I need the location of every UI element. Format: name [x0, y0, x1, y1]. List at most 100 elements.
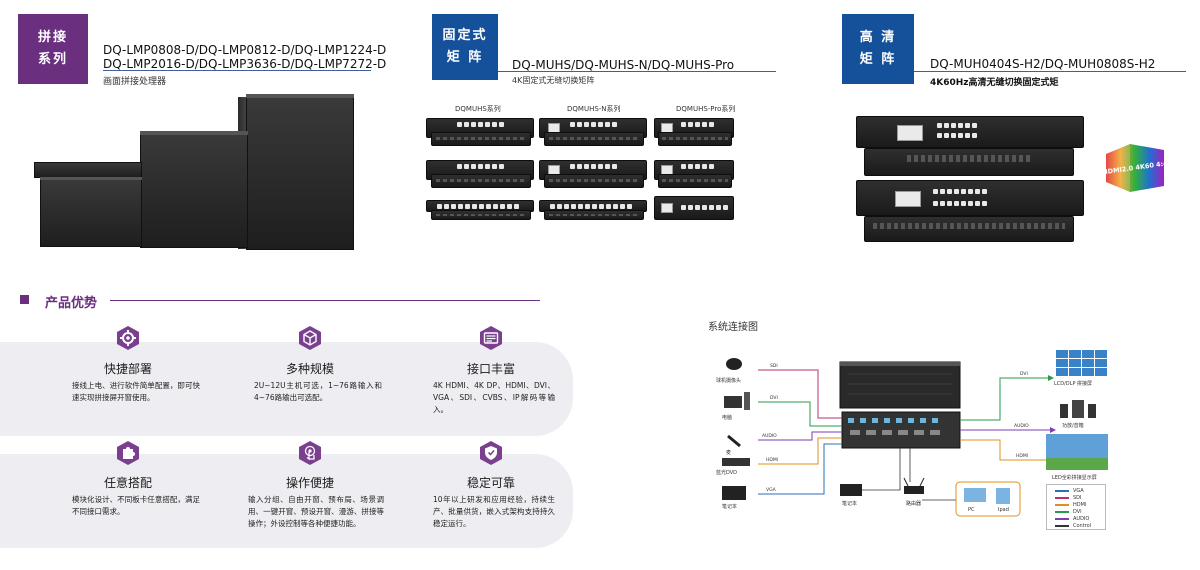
divider	[498, 71, 776, 72]
signal-legend: VGA SDI HDMI DVI AUDIO Control	[1046, 484, 1106, 530]
legend-swatch	[1055, 511, 1069, 513]
advantage-body: 10年以上研发和应用经验，持续生产、批量供货，嵌入式架构支持持久稳定运行。	[433, 495, 555, 528]
system-connection-diagram	[722, 350, 1108, 517]
desktop-pc-icon	[724, 396, 742, 408]
pc-monitor-icon	[964, 488, 986, 502]
legend-label: Control	[1073, 523, 1092, 529]
diagram-bottom-label: PC	[968, 507, 975, 513]
hd-matrix-models: DQ-MUH0404S-H2/DQ-MUH0808S-H2	[930, 57, 1156, 71]
advantage-body: 4K HDMI、4K DP、HDMI、DVI、VGA、SDI、CVBS、IP解码…	[433, 381, 555, 414]
diagram-output-label: 功放/音箱	[1062, 423, 1084, 429]
advantages-panel-row-2	[0, 454, 573, 548]
legend-swatch	[1055, 525, 1069, 527]
diagram-input-label: 笔记本	[722, 504, 738, 510]
legend-row: VGA	[1055, 488, 1084, 494]
hdmi-2-0-badge	[1106, 144, 1164, 192]
laptop-icon	[840, 484, 862, 496]
shield-icon	[478, 440, 504, 466]
signal-label: DVI	[770, 396, 778, 401]
legend-row: SDI	[1055, 495, 1082, 501]
advantages-panel-row-1	[0, 342, 573, 436]
badge-line: 拼接	[37, 30, 68, 45]
legend-label: AUDIO	[1073, 516, 1090, 522]
router-icon	[904, 486, 924, 494]
badge-line: 固定式	[442, 28, 488, 43]
control-terminal-group	[955, 481, 1021, 517]
advantage-title: 操作便捷	[285, 476, 334, 490]
badge-line: 高 清	[859, 30, 897, 45]
badge-line: 系列	[37, 52, 68, 67]
signal-label: AUDIO	[1014, 424, 1029, 429]
diagram-output-label: LCD/DLP 拼接屏	[1054, 381, 1093, 387]
advantage-title: 多种规模	[285, 362, 334, 376]
legend-row: DVI	[1055, 509, 1082, 515]
amplifier-speaker-icon	[1060, 400, 1096, 418]
hd-matrix-caption: 4K60Hz高清无缝切换固定式矩	[930, 78, 1059, 88]
interface-ports-icon	[478, 325, 504, 351]
badge-line: 矩 阵	[446, 50, 484, 65]
section-divider	[110, 300, 540, 301]
fixed-matrix-caption: 4K固定式无缝切换矩阵	[512, 76, 595, 85]
hd-matrix-badge: 高 清 矩 阵	[842, 14, 914, 84]
led-display-icon	[1046, 434, 1108, 470]
puzzle-piece-icon	[115, 440, 141, 466]
advantage-body: 2U~12U主机可选，1~76路输入和4~76路输出可选配。	[254, 381, 382, 402]
sub-series-label: DQMUHS系列	[455, 105, 501, 113]
signal-label: VGA	[766, 488, 776, 493]
sub-series-label: DQMUHS-Pro系列	[676, 105, 736, 113]
divider	[103, 70, 371, 71]
signal-label: SDI	[770, 364, 778, 369]
camera-icon	[726, 358, 742, 370]
fixed-matrix-badge: 固定式 矩 阵	[432, 14, 498, 80]
badge-line: 矩 阵	[859, 52, 897, 67]
fixed-matrix-models: DQ-MUHS/DQ-MUHS-N/DQ-MUHS-Pro	[512, 58, 735, 72]
divider	[914, 71, 1186, 72]
advantage-body: 输入分组、自由开窗、预布局、场景调用、一键开窗、预设开窗、漫游、拼接等操作；外设…	[248, 495, 384, 528]
advantage-title: 任意搭配	[103, 476, 152, 490]
diagram-bottom-label: Ipad	[998, 507, 1009, 513]
legend-label: SDI	[1073, 495, 1082, 501]
legend-swatch	[1055, 504, 1069, 506]
laptop-icon	[722, 486, 746, 500]
advantage-title: 快捷部署	[103, 362, 152, 376]
signal-label: HDMI	[1016, 454, 1029, 459]
splice-models-line1: DQ-LMP0808-D/DQ-LMP0812-D/DQ-LMP1224-D	[103, 43, 387, 57]
splice-series-badge: 拼接 系列	[18, 14, 88, 84]
signal-label: AUDIO	[762, 434, 777, 439]
legend-swatch	[1055, 490, 1069, 492]
legend-label: VGA	[1073, 488, 1084, 494]
advantage-body: 接线上电、进行软件简单配置，即可快速实现拼接屏开窗使用。	[72, 381, 200, 402]
signal-label: DVI	[1020, 372, 1028, 377]
settings-gear-icon	[115, 325, 141, 351]
sub-series-label: DQMUHS-N系列	[567, 105, 621, 113]
splice-processor-unit	[839, 361, 961, 409]
diagram-input-label: 球机摄像头	[716, 378, 742, 384]
advantage-title: 接口丰富	[466, 362, 515, 376]
legend-swatch	[1055, 518, 1069, 520]
microphone-icon	[727, 434, 741, 448]
cube-icon	[297, 325, 323, 351]
bluray-dvd-icon	[722, 458, 750, 466]
section-marker	[20, 295, 29, 304]
legend-row: HDMI	[1055, 502, 1086, 508]
advantage-title: 稳定可靠	[466, 476, 515, 490]
diagram-output-label: LED全彩拼接显示屏	[1052, 475, 1097, 481]
touch-hand-icon	[297, 440, 323, 466]
signal-label: HDMI	[766, 458, 779, 463]
diagram-input-label: 麦	[726, 450, 732, 456]
legend-row: Control	[1055, 523, 1091, 529]
legend-label: HDMI	[1073, 502, 1087, 508]
tablet-icon	[996, 488, 1010, 504]
splice-models-line2: DQ-LMP2016-D/DQ-LMP3636-D/DQ-LMP7272-D	[103, 57, 387, 71]
legend-row: AUDIO	[1055, 516, 1089, 522]
diagram-bottom-label: 路由器	[906, 501, 922, 507]
diagram-input-label: 蓝光DVD	[716, 470, 738, 476]
legend-label: DVI	[1073, 509, 1082, 515]
diagram-bottom-label: 笔记本	[842, 501, 858, 507]
diagram-input-label: 电脑	[722, 415, 733, 421]
advantages-title: 产品优势	[45, 296, 98, 311]
lcd-video-wall-icon	[1056, 350, 1107, 376]
legend-swatch	[1055, 497, 1069, 499]
diagram-title: 系统连接图	[708, 322, 758, 333]
advantage-body: 模块化设计、不同板卡任意搭配，满足不同接口需求。	[72, 495, 200, 516]
